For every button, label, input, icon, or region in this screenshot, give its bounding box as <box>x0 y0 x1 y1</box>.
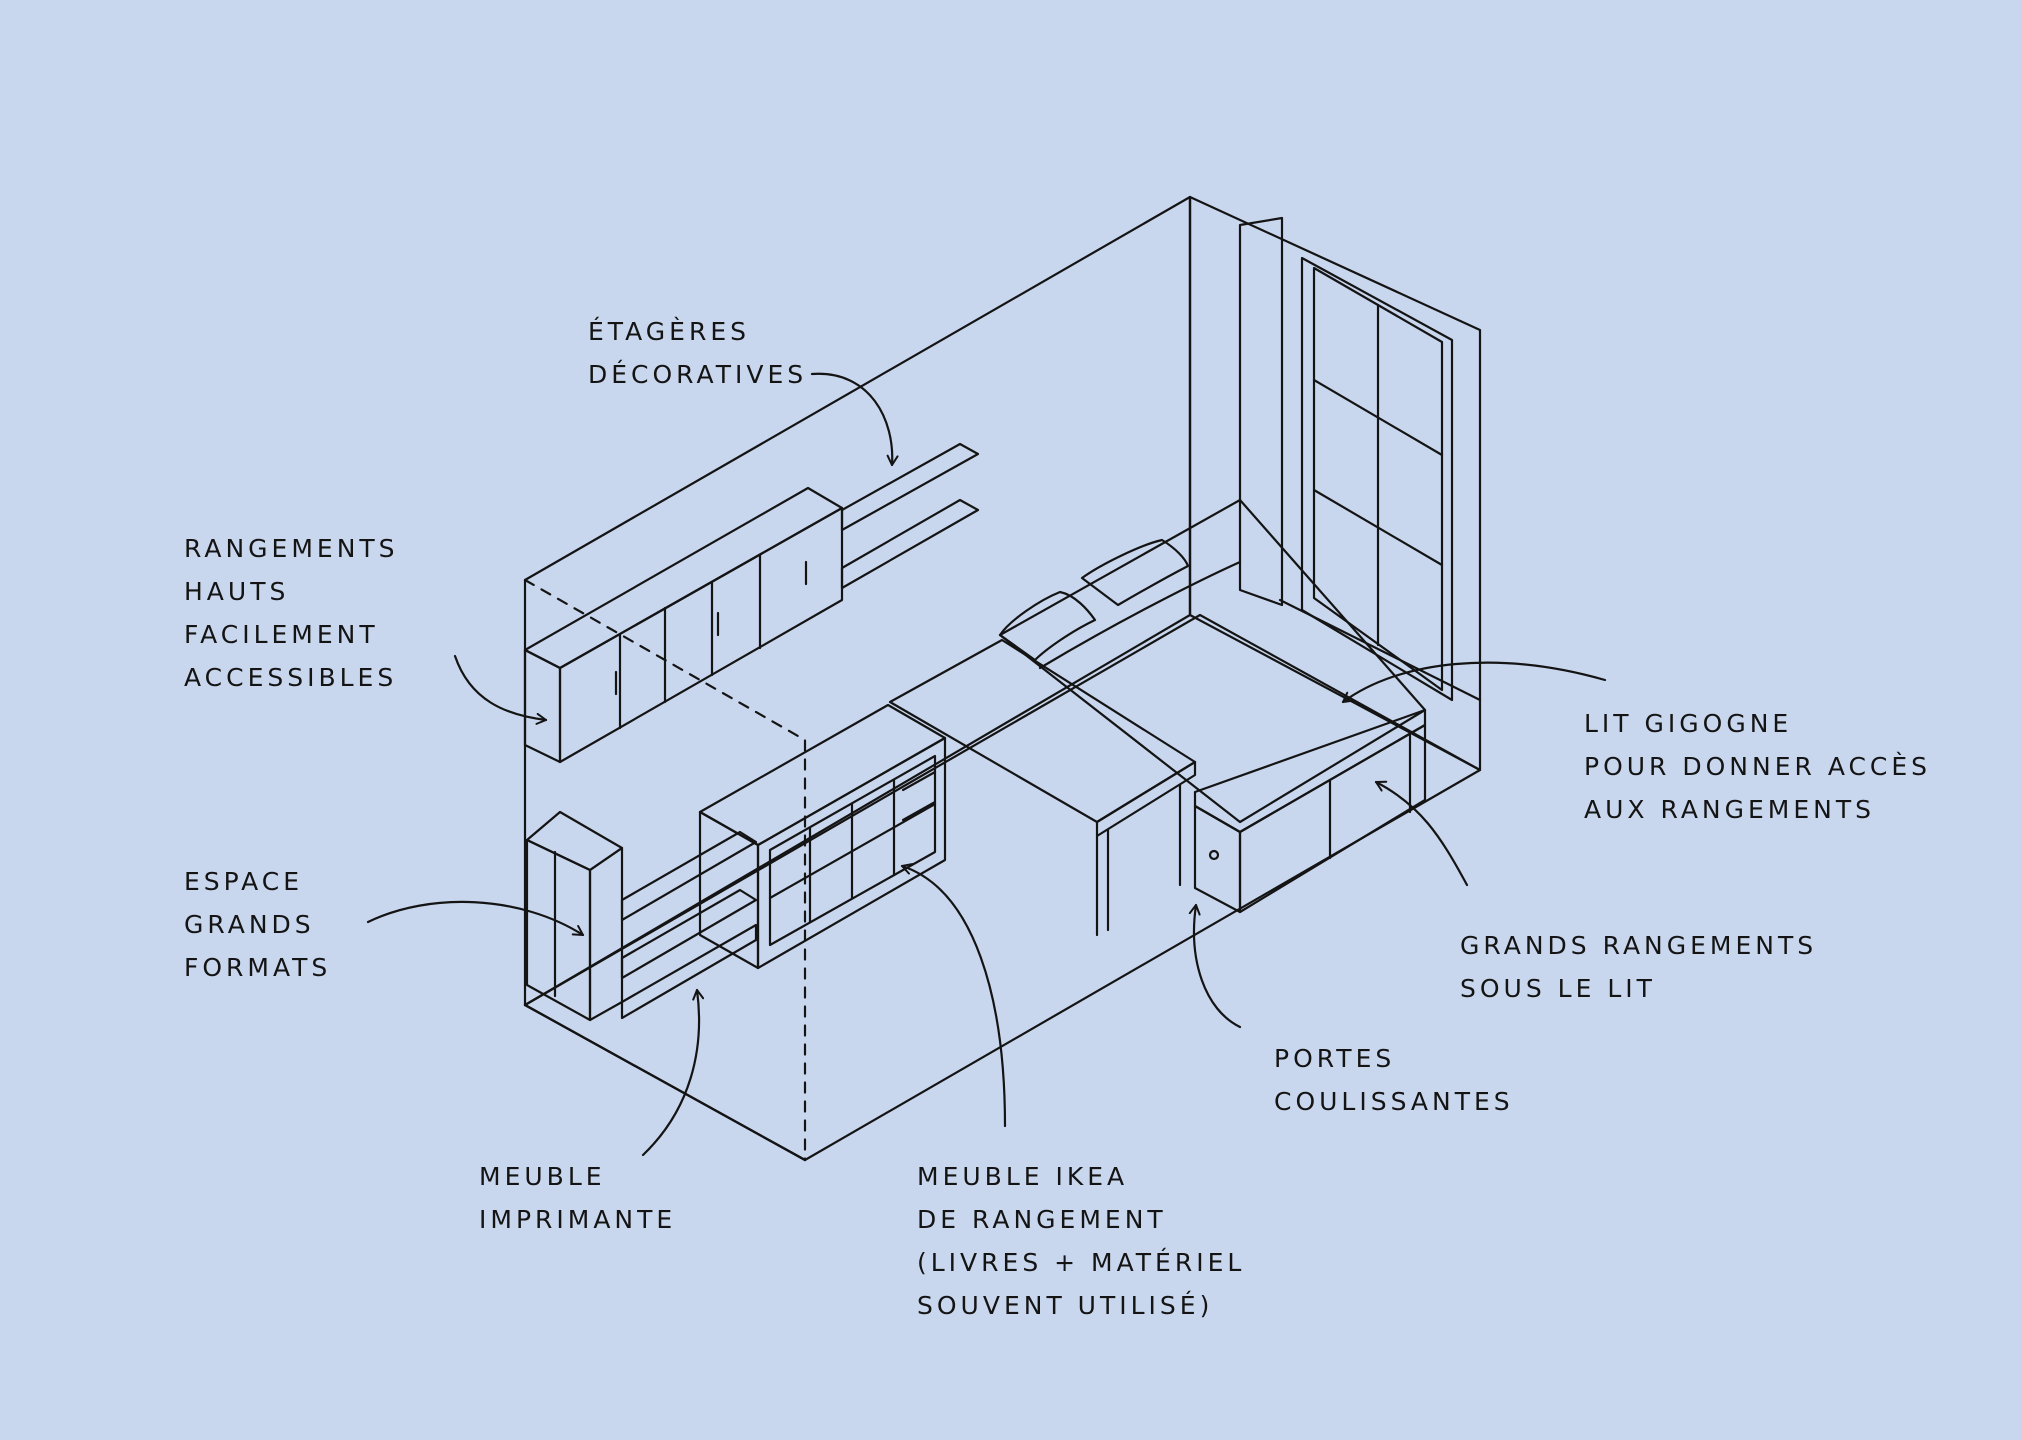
label-line: POUR DONNER ACCÈS <box>1584 752 1932 781</box>
label-line: LIT GIGOGNE <box>1584 709 1793 738</box>
label-lit-gigogne: LIT GIGOGNE POUR DONNER ACCÈS AUX RANGEM… <box>1584 702 1931 831</box>
window-wall <box>1188 195 1482 772</box>
label-line: MEUBLE <box>479 1162 606 1191</box>
label-line: MEUBLE IKEA <box>917 1162 1129 1191</box>
label-line: ESPACE <box>184 867 304 896</box>
arrow-meuble-ikea <box>900 863 1007 1128</box>
decorative-shelves <box>840 442 980 590</box>
label-line: (LIVRES + MATÉRIEL <box>917 1248 1246 1277</box>
label-grands-rangements: GRANDS RANGEMENTS SOUS LE LIT <box>1460 924 1817 1010</box>
label-line: HAUTS <box>184 577 290 606</box>
label-line: AUX RANGEMENTS <box>1584 795 1876 824</box>
arrow-etageres <box>810 372 899 467</box>
label-meuble-imprimante: MEUBLE IMPRIMANTE <box>479 1155 676 1241</box>
front-floor-edge <box>523 1003 807 1162</box>
label-line: SOUVENT UTILISÉ) <box>917 1291 1214 1320</box>
label-line: COULISSANTES <box>1274 1087 1514 1116</box>
window-frame <box>1300 256 1454 702</box>
arrow-lit-gigogne <box>1341 661 1607 704</box>
dashed-cut-line <box>523 578 807 1162</box>
window-pillar <box>1238 216 1284 607</box>
bed <box>998 498 1427 914</box>
arrow-espace-grands-formats <box>366 900 585 937</box>
label-rangements-hauts: RANGEMENTS HAUTS FACILEMENT ACCESSIBLES <box>184 527 399 699</box>
arrow-rangements-hauts <box>453 654 548 725</box>
label-espace-grands-formats: ESPACE GRANDS FORMATS <box>184 860 331 989</box>
window-mullion-h2 <box>1312 488 1444 567</box>
room-shell <box>523 195 1482 1162</box>
annotation-arrows <box>366 372 1607 1157</box>
ikea-storage <box>698 703 947 970</box>
label-line: DE RANGEMENT <box>917 1205 1167 1234</box>
label-portes-coulissantes: PORTES COULISSANTES <box>1274 1037 1514 1123</box>
label-line: FORMATS <box>184 953 332 982</box>
arrow-meuble-imprimante <box>641 988 705 1157</box>
window-sill <box>1278 598 1482 702</box>
label-line: SOUS LE LIT <box>1460 974 1656 1003</box>
label-line: PORTES <box>1274 1044 1396 1073</box>
large-format-unit <box>525 810 624 1022</box>
label-line: ÉTAGÈRES <box>588 317 750 346</box>
printer-cabinet <box>620 830 758 1020</box>
desk <box>888 638 1197 937</box>
cabinet-front <box>558 506 844 764</box>
label-meuble-ikea: MEUBLE IKEA DE RANGEMENT (LIVRES + MATÉR… <box>917 1155 1245 1327</box>
label-line: RANGEMENTS <box>184 534 399 563</box>
arrow-grands-rangements <box>1374 780 1469 887</box>
label-line: ACCESSIBLES <box>184 663 398 692</box>
label-line: GRANDS RANGEMENTS <box>1460 931 1818 960</box>
label-etageres-decoratives: ÉTAGÈRES DÉCORATIVES <box>588 310 807 396</box>
cabinet-top <box>523 486 844 670</box>
window-mullion-h1 <box>1312 378 1444 457</box>
label-line: FACILEMENT <box>184 620 379 649</box>
label-line: GRANDS <box>184 910 315 939</box>
upper-cabinets <box>523 486 844 764</box>
label-line: IMPRIMANTE <box>479 1205 677 1234</box>
cabinet-side <box>523 648 562 764</box>
label-line: DÉCORATIVES <box>588 360 808 389</box>
window-glass <box>1312 266 1444 692</box>
arrow-portes-coulissantes <box>1188 903 1242 1029</box>
